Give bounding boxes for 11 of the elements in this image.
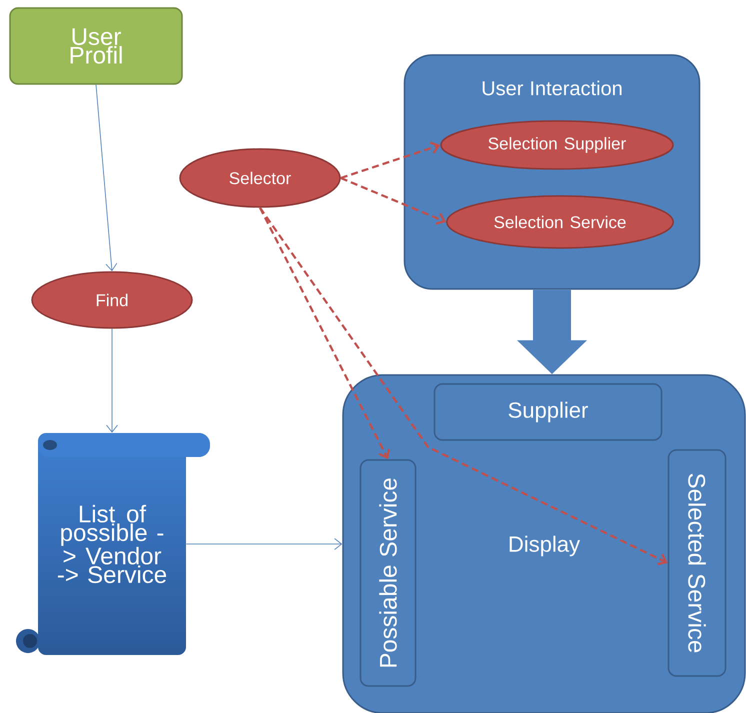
vertical-box: Possiable Service: [360, 459, 416, 687]
profile-box: User Profil: [9, 7, 183, 85]
arrow: [259, 207, 390, 460]
arrow: [96, 84, 118, 272]
arrow: [106, 328, 118, 433]
supplier-box: Supplier: [434, 383, 662, 441]
arrow: [340, 142, 440, 180]
arrow: [259, 207, 668, 566]
vertical-box: Selected Service: [668, 449, 726, 677]
arrow: [186, 538, 342, 550]
arrow: [340, 176, 446, 225]
